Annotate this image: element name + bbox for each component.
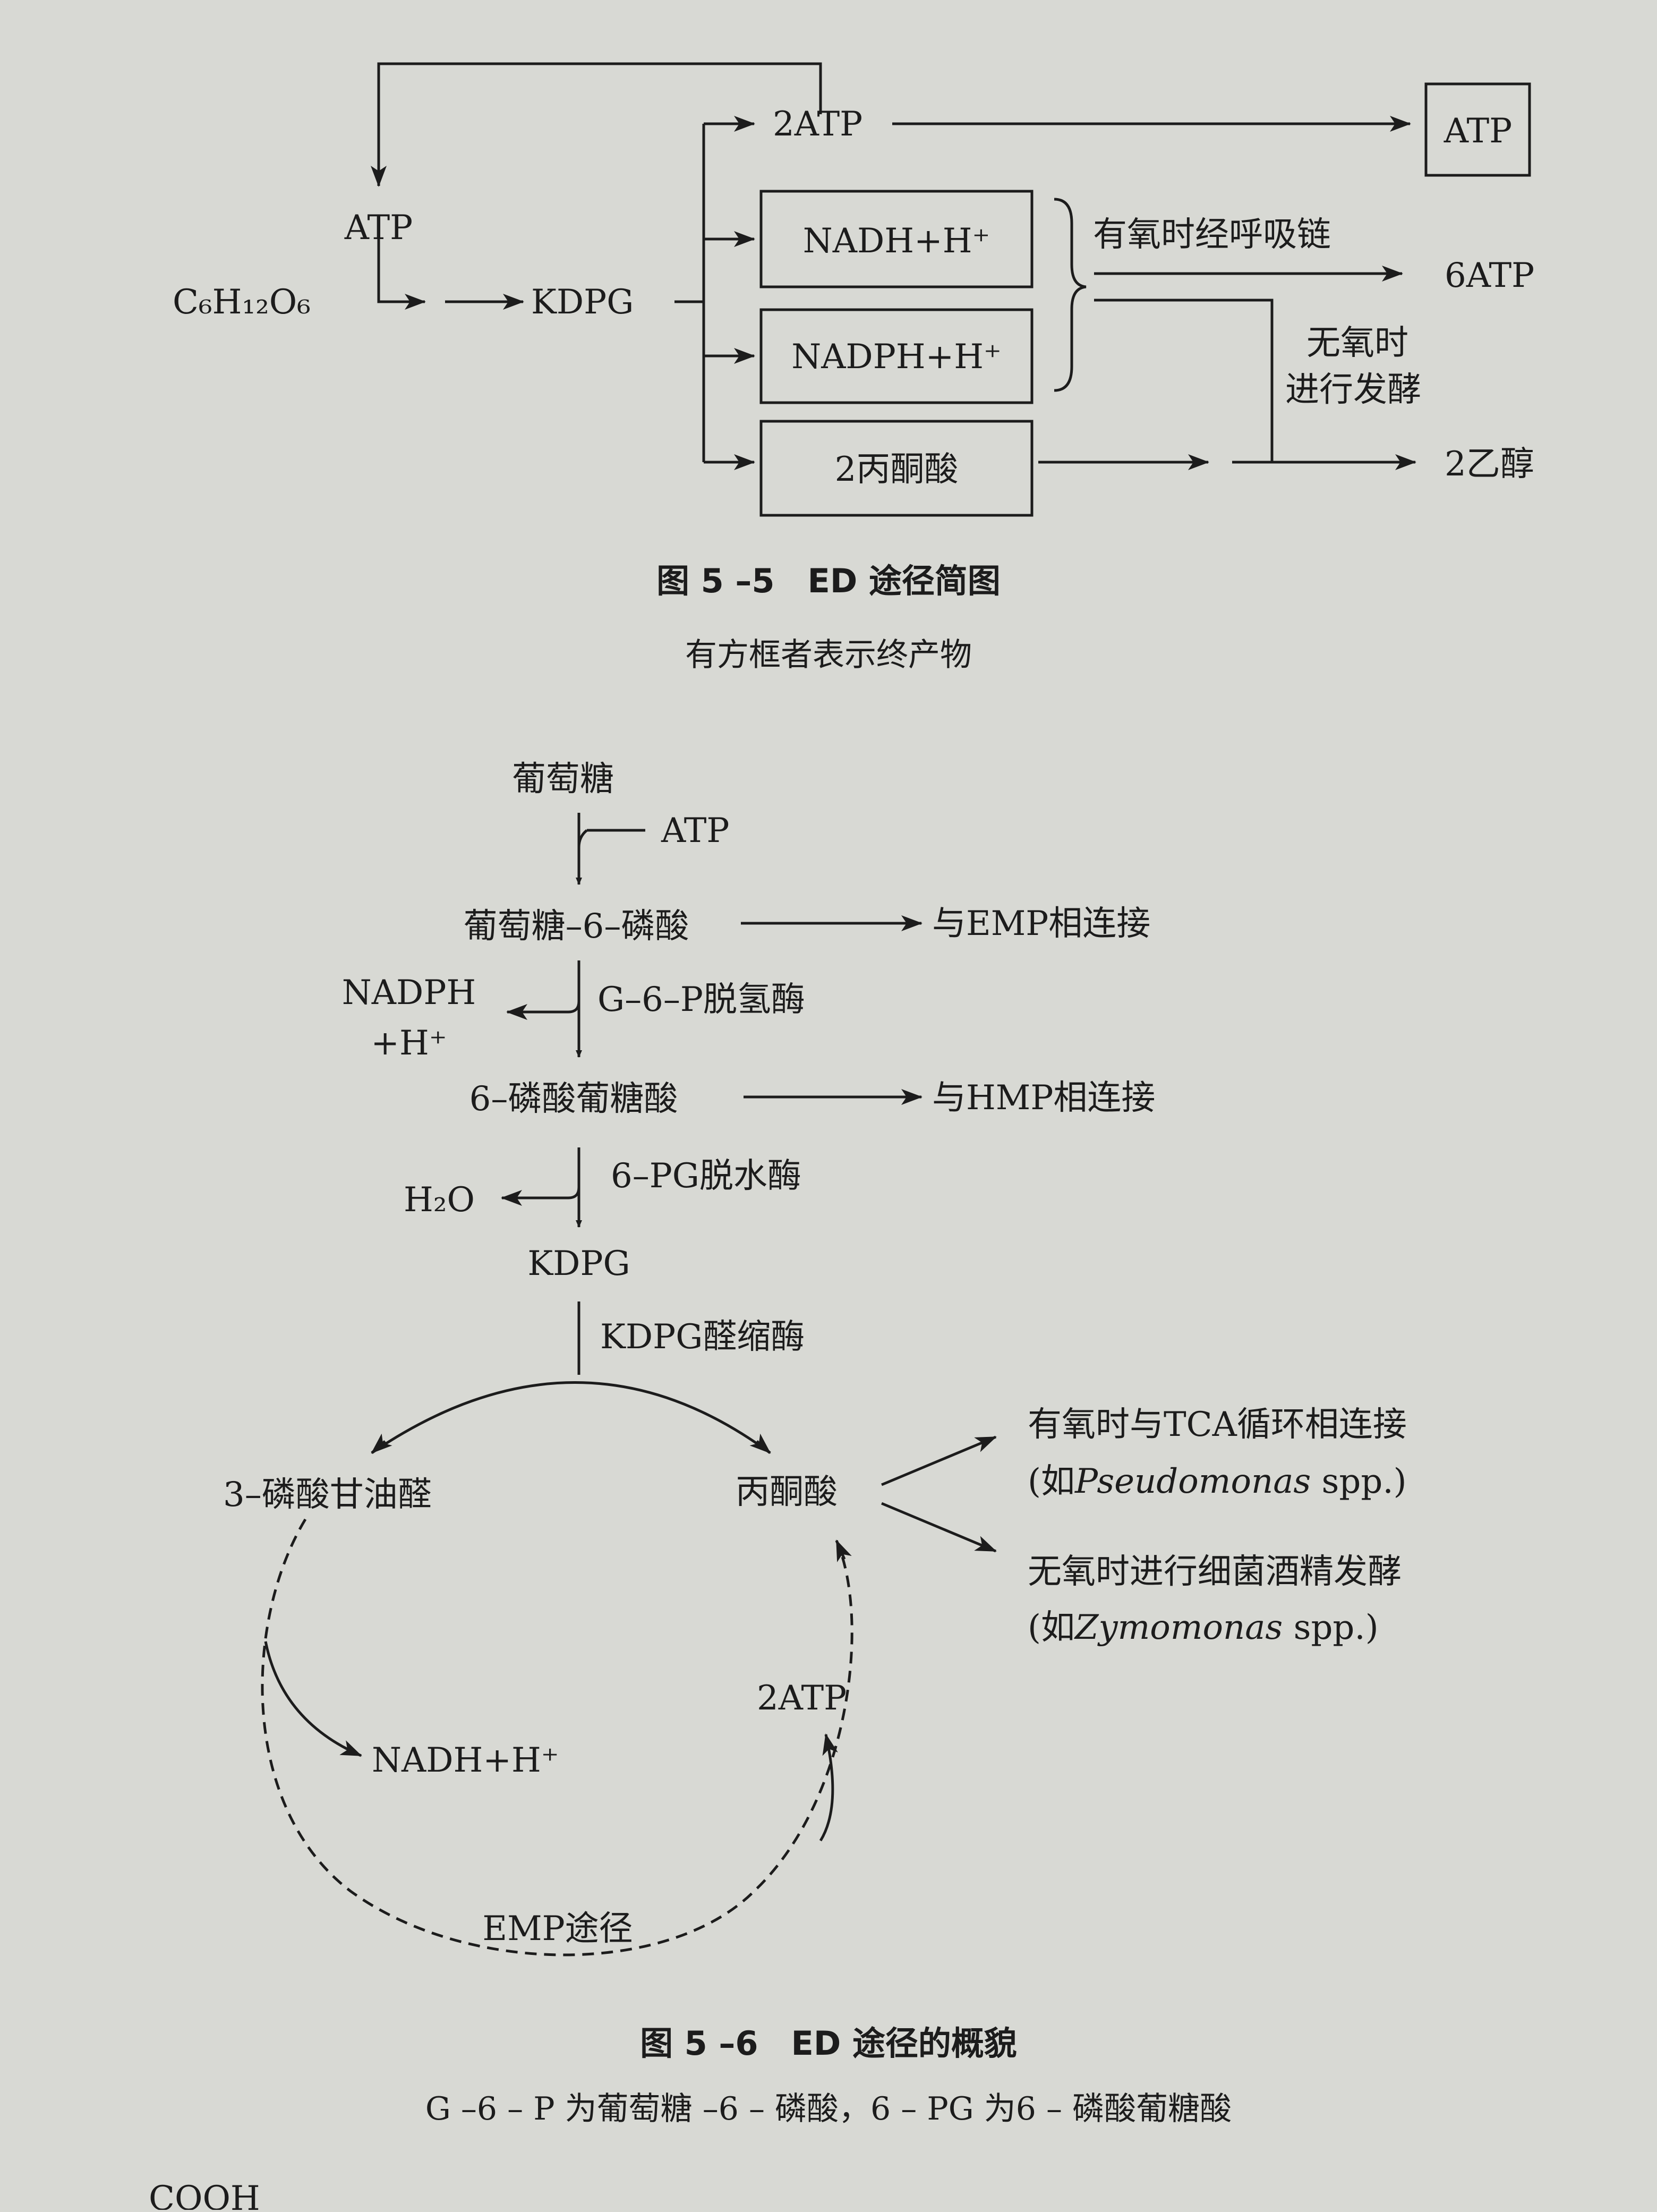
curly-brace [1054, 198, 1087, 392]
anaerobic-line [1094, 299, 1274, 461]
2atp-label: 2ATP [773, 105, 862, 144]
h-plus-label: +H⁺ [371, 1024, 447, 1063]
kdpg-label: KDPG [531, 283, 634, 322]
g6p-label: 葡萄糖–6–磷酸 [464, 907, 689, 946]
glucose-formula: C₆H₁₂O₆ [173, 283, 311, 322]
glucose-label: 葡萄糖 [512, 760, 614, 799]
atp-input-arrow [377, 239, 426, 310]
6pg-dehydratase-label: 6–PG脱水酶 [611, 1156, 801, 1196]
pseudomonas-label: (如Pseudomonas spp.) [1028, 1462, 1407, 1501]
h2o-label: H₂O [404, 1180, 475, 1220]
6atp-label: 6ATP [1445, 256, 1534, 295]
pyruvate-to-tca-arrow [881, 1435, 997, 1486]
figure-5-6-title: 图 5 –6 ED 途径的概貌 [640, 2024, 1017, 2063]
emp-link-label: 与EMP相连接 [932, 904, 1150, 943]
atp-input-label: ATP [661, 811, 729, 850]
figure-5-5-title: 图 5 –5 ED 途径简图 [656, 561, 1001, 600]
kdpg-aldolase-label: KDPG醛缩酶 [600, 1317, 805, 1357]
nadh-box [759, 190, 1034, 288]
figure-5-5-labels: ATP C₆H₁₂O₆ KDPG 2ATP ATP NADH+H⁺ NADPH+… [173, 105, 1534, 674]
anaerobic-label-1: 无氧时 [1306, 324, 1408, 363]
arc-right-head [749, 1433, 771, 1454]
aldolase-split-arc [371, 1381, 771, 1454]
hmp-link-label: 与HMP相连接 [932, 1078, 1155, 1118]
anaerobic-label-2: 进行发酵 [1285, 370, 1421, 410]
figure-5-5-note: 有方框者表示终产物 [685, 636, 972, 674]
g3p-label: 3–磷酸甘油醛 [223, 1475, 432, 1515]
aerobic-label: 有氧时经呼吸链 [1093, 215, 1331, 254]
arc-left-head [371, 1433, 392, 1454]
emp-pathway-label: EMP途径 [482, 1909, 633, 1949]
figure-5-6-note: G –6 – P 为葡萄糖 –6 – 磷酸，6 – PG 为6 – 磷酸葡糖酸 [425, 2090, 1232, 2128]
figure-5-6 [261, 813, 997, 1956]
emp-cycle-head [835, 1539, 852, 1562]
atp-final-box [1424, 82, 1531, 177]
atp-feedback-arrow [371, 62, 822, 187]
pyruvate2-label: 2丙酮酸 [835, 450, 959, 489]
pyruvate-label: 丙酮酸 [736, 1473, 838, 1512]
emp-dashed-cycle [261, 1518, 853, 1956]
6pg-label: 6–磷酸葡糖酸 [469, 1079, 678, 1119]
kdpg-label-fig6: KDPG [527, 1244, 630, 1283]
atp-final-label: ATP [1444, 112, 1512, 151]
figure-5-5 [371, 62, 1531, 517]
fermentation-label: 无氧时进行细菌酒精发酵 [1028, 1552, 1402, 1592]
nadph-output-arrow [506, 1001, 580, 1020]
pyruvate-box [759, 420, 1034, 517]
atp-label: ATP [344, 208, 413, 248]
2atp-output-arrow [819, 1733, 838, 1842]
nadph-label: NADPH+H⁺ [791, 337, 1002, 377]
figure-5-6-labels: 葡萄糖 ATP 葡萄糖–6–磷酸 与EMP相连接 NADPH +H⁺ G–6–P… [149, 760, 1407, 2212]
nadh-label-fig6: NADH+H⁺ [372, 1741, 559, 1780]
g6p-dehydrogenase-label: G–6–P脱氢酶 [597, 980, 805, 1019]
2ethanol-label: 2乙醇 [1445, 445, 1534, 484]
bottom-cutoff-text: COOH [149, 2179, 260, 2210]
pyruvate-to-fermentation-arrow [881, 1502, 997, 1553]
atp-hook [577, 829, 588, 848]
h2o-output-arrow [501, 1187, 580, 1206]
nadh-label: NADH+H⁺ [803, 222, 990, 261]
nadph-label-fig6: NADPH [342, 973, 476, 1013]
zymomonas-label: (如Zymomonas spp.) [1028, 1608, 1379, 1647]
2atp-label-fig6: 2ATP [757, 1679, 847, 1718]
tca-link-label: 有氧时与TCA循环相连接 [1028, 1405, 1407, 1444]
nadph-box [759, 308, 1034, 404]
nadh-output-arrow-fig6 [264, 1641, 362, 1757]
